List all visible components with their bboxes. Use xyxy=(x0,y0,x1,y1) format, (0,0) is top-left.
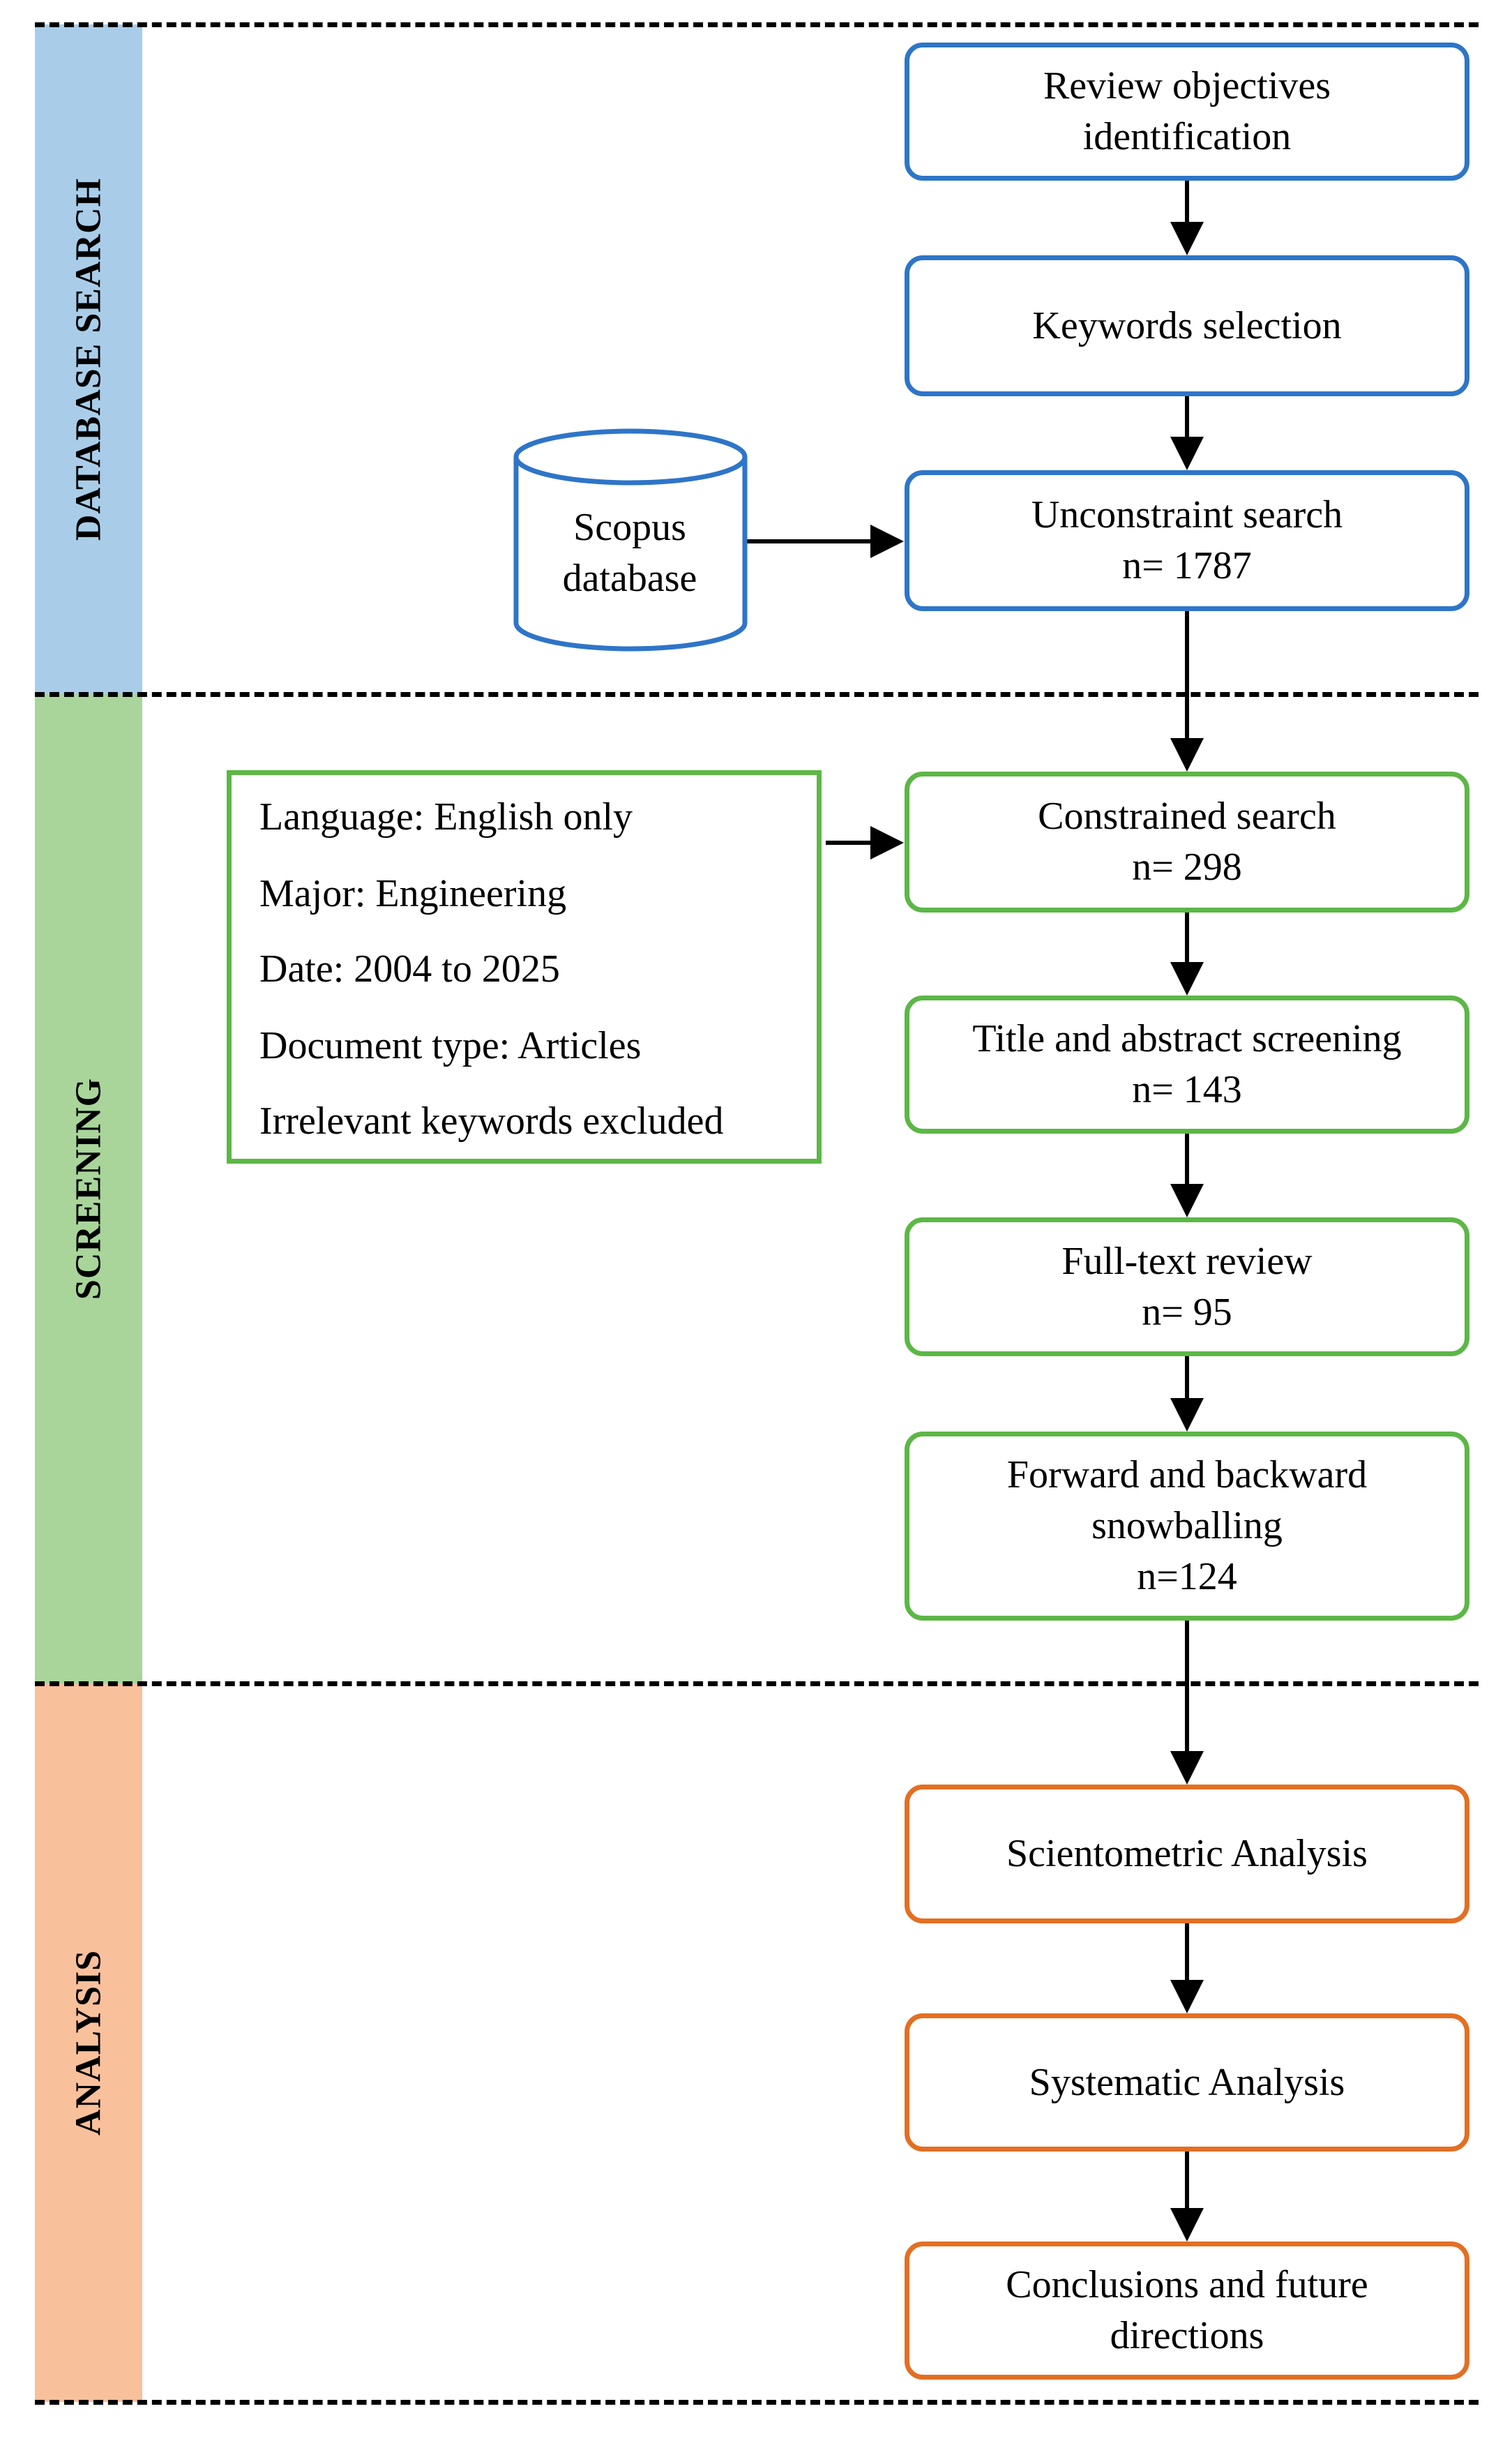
keywords-selection-label: Keywords selection xyxy=(1032,303,1342,347)
criteria-major: Major: Engineering xyxy=(259,872,567,915)
unconstraint-search-count: n= 1787 xyxy=(1122,544,1252,587)
analysis-dashed-divider xyxy=(35,1681,1479,1686)
full-text-review-box: Full-text review n= 95 xyxy=(905,1217,1469,1356)
keywords-selection-box: Keywords selection xyxy=(905,255,1469,396)
database-line-1: Scopus xyxy=(573,506,686,549)
systematic-analysis-label: Systematic Analysis xyxy=(1029,2060,1345,2104)
full-text-review-count: n= 95 xyxy=(1142,1290,1232,1334)
conclusions-box: Conclusions and future directions xyxy=(905,2242,1469,2380)
unconstraint-search-label: Unconstraint search xyxy=(1031,493,1343,536)
review-objectives-line-1: Review objectives xyxy=(1043,64,1331,107)
scopus-database-label: Scopus database xyxy=(515,502,745,604)
constrained-search-box: Constrained search n= 298 xyxy=(905,772,1469,913)
constrained-search-label: Constrained search xyxy=(1038,795,1336,838)
snowballing-line-2: snowballing xyxy=(1091,1504,1283,1547)
review-objectives-line-2: identification xyxy=(1082,115,1292,158)
title-abstract-screening-label: Title and abstract screening xyxy=(972,1017,1402,1060)
criteria-document-type: Document type: Articles xyxy=(259,1024,642,1067)
constrained-search-count: n= 298 xyxy=(1132,846,1242,889)
screening-criteria-box: Language: English only Major: Engineerin… xyxy=(227,770,822,1164)
criteria-irrelevant-keywords: Irrelevant keywords excluded xyxy=(259,1099,724,1143)
review-objectives-box: Review objectives identification xyxy=(905,43,1469,181)
top-dashed-divider xyxy=(35,22,1479,27)
title-abstract-screening-count: n= 143 xyxy=(1132,1068,1242,1111)
database-line-2: database xyxy=(562,557,697,600)
scientometric-analysis-label: Scientometric Analysis xyxy=(1006,1832,1368,1875)
bottom-dashed-divider xyxy=(35,2400,1479,2405)
unconstraint-search-box: Unconstraint search n= 1787 xyxy=(905,470,1469,611)
database-search-band: DATABASE SEARCH xyxy=(35,24,142,694)
snowballing-count: n=124 xyxy=(1137,1555,1237,1598)
snowballing-line-1: Forward and backward xyxy=(1006,1453,1368,1496)
systematic-analysis-box: Systematic Analysis xyxy=(905,2013,1469,2152)
criteria-language: Language: English only xyxy=(259,795,633,839)
database-cylinder-icon xyxy=(513,428,748,652)
analysis-band: ANALYSIS xyxy=(35,1683,142,2402)
screening-band: SCREENING xyxy=(35,694,142,1683)
full-text-review-label: Full-text review xyxy=(1061,1239,1313,1283)
scientometric-analysis-box: Scientometric Analysis xyxy=(905,1785,1469,1923)
title-abstract-screening-box: Title and abstract screening n= 143 xyxy=(905,996,1469,1134)
conclusions-line-2: directions xyxy=(1110,2314,1264,2357)
criteria-date: Date: 2004 to 2025 xyxy=(259,947,560,991)
snowballing-box: Forward and backward snowballing n=124 xyxy=(905,1432,1469,1621)
screening-dashed-divider xyxy=(35,692,1479,697)
conclusions-line-1: Conclusions and future xyxy=(1006,2263,1368,2306)
